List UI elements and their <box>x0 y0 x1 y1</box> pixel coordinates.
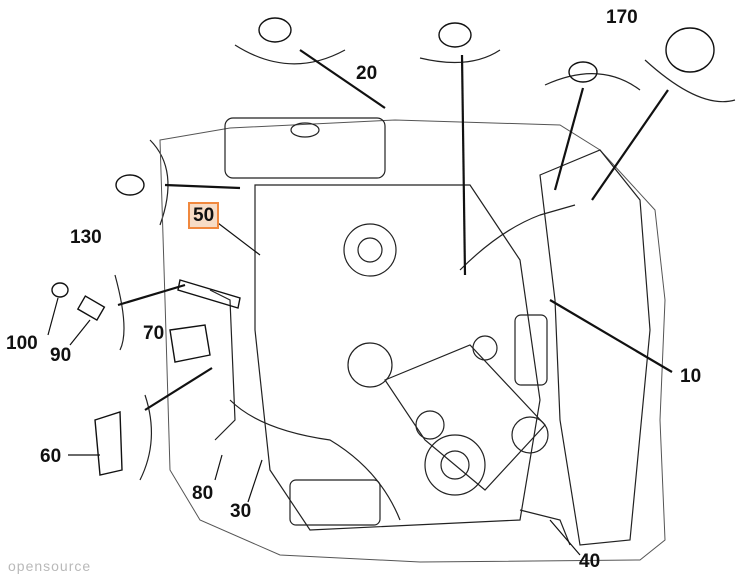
leader-50 <box>213 219 261 256</box>
detail-arc-top-right <box>544 73 641 91</box>
leader-20 <box>299 49 386 109</box>
callout-50: 50 <box>188 202 220 229</box>
fitting-part-icon <box>94 411 123 476</box>
filter <box>514 314 548 386</box>
pulley-top <box>472 335 498 361</box>
leader-90 <box>69 319 91 346</box>
callout-60: 60 <box>40 446 62 467</box>
pulley-right <box>511 416 549 454</box>
plate-part-icon <box>169 324 211 363</box>
leader-30 <box>247 459 263 503</box>
leader-60 <box>144 367 213 411</box>
turbo-inner <box>357 237 383 263</box>
left-bracket <box>209 289 236 441</box>
callout-10: 10 <box>680 366 702 387</box>
detail-arc-top-left <box>234 44 346 65</box>
clamp-part-icon <box>438 22 472 48</box>
callout-20: 20 <box>356 63 378 84</box>
callout-170: 170 <box>606 7 638 28</box>
pulley-large-inner <box>440 450 470 480</box>
engine-cap <box>290 122 320 138</box>
washer-icon <box>51 282 69 298</box>
engine-tank <box>224 117 386 179</box>
intake-hose <box>459 204 576 271</box>
leader-130 <box>164 183 241 190</box>
detail-arc-far-right <box>644 59 736 103</box>
detail-arc-left-130 <box>149 139 169 226</box>
callout-90: 90 <box>50 345 72 366</box>
leader-40 <box>549 519 581 556</box>
callout-130: 130 <box>70 227 102 248</box>
leader-170 <box>553 87 585 191</box>
clamp-part-icon <box>665 27 715 73</box>
exhaust-pipe <box>519 509 571 546</box>
clamp-part-icon <box>568 61 598 83</box>
leader-100 <box>47 297 59 336</box>
leader-10 <box>549 299 673 373</box>
engine-block <box>254 184 541 531</box>
callout-70: 70 <box>143 323 165 344</box>
callout-30: 30 <box>230 501 252 522</box>
pulley-mid <box>415 410 445 440</box>
clamp-part-icon <box>258 17 292 43</box>
detail-arc-top-center <box>419 49 501 64</box>
gear <box>347 342 393 388</box>
leader-10-top <box>591 89 669 201</box>
radiator <box>539 149 651 546</box>
leader-cap-center <box>460 54 467 276</box>
bolt-icon <box>76 295 106 322</box>
turbo <box>343 223 397 277</box>
pulley-large <box>424 434 486 496</box>
callout-80: 80 <box>192 483 214 504</box>
watermark: opensource <box>8 558 92 574</box>
clamp-part-icon <box>115 174 145 196</box>
chassis-outline <box>159 119 666 563</box>
callout-40: 40 <box>579 551 601 572</box>
leader-80 <box>214 454 223 481</box>
muffler <box>289 479 381 526</box>
belt <box>384 344 546 491</box>
lower-hose <box>229 399 401 521</box>
callout-100: 100 <box>6 333 38 354</box>
detail-arc-left-60 <box>139 394 152 481</box>
leader-70 <box>117 283 186 307</box>
detail-arc-left-70 <box>114 274 125 351</box>
